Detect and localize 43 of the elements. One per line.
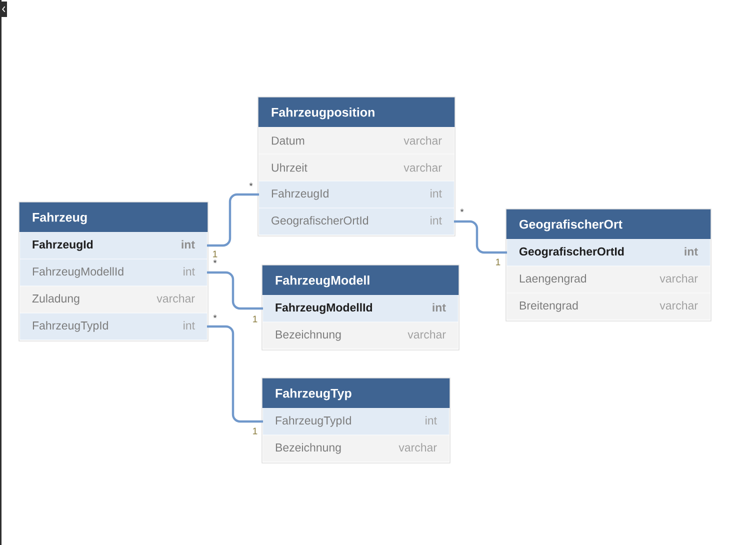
node-label: int [430,216,442,225]
table-row: FahrzeugTypId int [20,313,207,340]
node-label: int [184,267,195,276]
cardinality-label: 1 [253,316,258,322]
table-row: Bezeichnung varchar [263,435,449,462]
connector-line [207,325,263,423]
cardinality-label: 1 [253,428,258,434]
cardinality-label: * [249,182,253,186]
table-row: Bezeichnung varchar [263,322,458,349]
node-label: GeografischerOrtId [272,216,368,227]
cardinality-label: * [213,314,217,318]
cardinality-label: 1 [213,250,218,258]
cardinality-label: * [460,208,464,212]
table-row: FahrzeugModellId int [263,295,458,322]
table-row: FahrzeugTypId int [263,408,449,435]
node-label: Breitengrad [520,301,578,312]
connector-line [207,193,259,247]
node-label: Laengengrad [520,274,586,285]
cardinality-label: 1 [496,258,500,266]
table-row: GeografischerOrtId int [259,208,454,235]
table-row: FahrzeugId int [259,181,454,208]
table-row: Zuladung varchar [20,286,207,313]
node-label: varchar [404,136,442,145]
node-label: varchar [660,301,698,310]
node-label: varchar [404,163,442,172]
node-label: FahrzeugId [32,240,93,251]
table-row: Datum varchar [259,127,454,154]
node-label: Datum [272,136,304,145]
connector-line [207,271,263,310]
node-label: varchar [660,274,698,283]
table-row: Breitengrad varchar [507,293,710,320]
table-row: Laengengrad varchar [507,266,710,293]
cardinality-label: * [213,260,217,264]
table-row: FahrzeugId int [20,232,207,259]
table-row: Uhrzeit varchar [259,154,454,181]
node-label: FahrzeugModellId [32,267,124,278]
node-label: Uhrzeit [272,163,308,172]
node-label: FahrzeugId [272,189,328,200]
table-row: FahrzeugModellId int [20,259,207,286]
connector-line [454,220,507,254]
node-label: int [182,240,195,249]
table-row: GeografischerOrtId int [507,239,710,266]
node-label: int [430,189,442,198]
